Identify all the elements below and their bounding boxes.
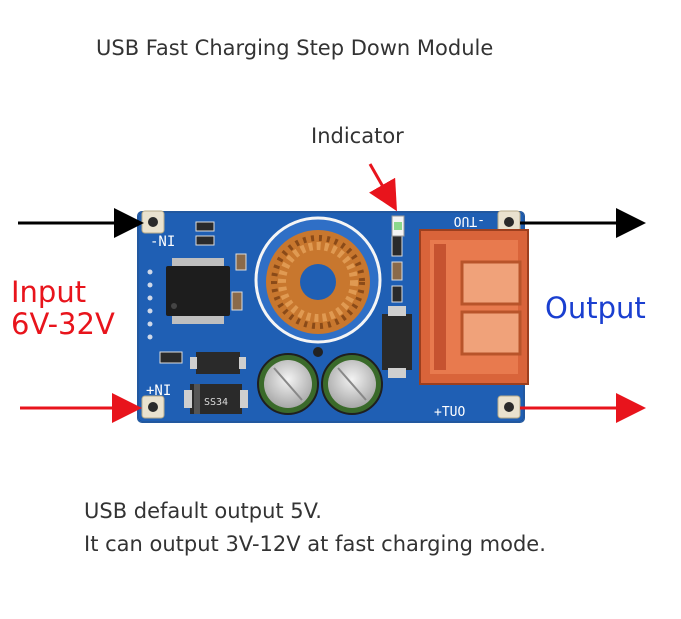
note-line-1: USB default output 5V.	[84, 499, 322, 523]
capacitor-right	[321, 353, 383, 415]
silk-out-minus: -TUO	[454, 213, 485, 228]
toroidal-inductor	[254, 216, 382, 357]
capacitor-left	[257, 353, 319, 415]
silk-in-plus: +NI	[146, 383, 171, 399]
ic-chip	[166, 258, 230, 324]
diagram-title: USB Fast Charging Step Down Module	[96, 36, 494, 60]
input-label: Input 6V-32V	[11, 276, 115, 341]
indicator-label: Indicator	[311, 124, 404, 148]
schottky-diode	[382, 306, 412, 378]
input-label-range: 6V-32V	[11, 307, 115, 342]
silk-in-minus: -NI	[150, 234, 175, 250]
output-label: Output	[545, 291, 646, 325]
indicator-led	[391, 215, 405, 237]
silk-out-plus: +TUO	[434, 405, 465, 420]
note-text: USB default output 5V. It can output 3V-…	[84, 495, 546, 561]
indicator-arrow	[368, 163, 397, 212]
note-line-2: It can output 3V-12V at fast charging mo…	[84, 532, 546, 556]
smd-components	[159, 221, 513, 383]
small-diode	[190, 352, 246, 374]
usb-port	[419, 229, 529, 385]
diode-ss34: SS34	[184, 384, 248, 414]
input-label-title: Input	[11, 275, 87, 309]
via-holes	[147, 269, 153, 340]
diode-marking: SS34	[204, 397, 228, 408]
